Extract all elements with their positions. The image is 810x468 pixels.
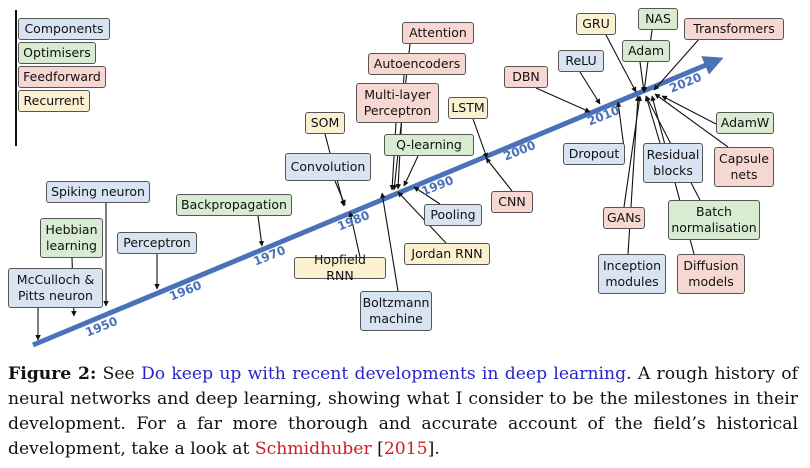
milestone-adam: Adam: [622, 40, 670, 62]
pointer-gru: [605, 34, 637, 93]
caption-body: . A rough history of neural networks and…: [8, 364, 798, 459]
milestone-hebbian: Hebbian learning: [40, 218, 103, 258]
citation-name-link[interactable]: Schmidhuber: [254, 439, 372, 459]
legend-recurrent: Recurrent: [18, 90, 90, 112]
pointer-dbn: [535, 87, 591, 113]
pointer-lstm: [472, 118, 488, 159]
milestone-backprop: Backpropagation: [176, 194, 292, 216]
legend-components: Components: [18, 18, 110, 40]
pointer-adam: [639, 61, 647, 93]
pointer-boltzmann: [380, 192, 399, 292]
pointer-relu: [579, 71, 601, 105]
milestone-attention: Attention: [402, 22, 474, 44]
citation-open: [: [371, 439, 384, 459]
milestone-mcculloch: McCulloch & Pitts neuron: [8, 268, 103, 308]
milestone-hopfield: Hopfield RNN: [294, 252, 386, 283]
milestone-jordan: Jordan RNN: [404, 243, 490, 265]
milestone-transformers: Transformers: [684, 18, 784, 40]
milestone-autoencoders: Autoencoders: [368, 53, 466, 75]
pointer-dropout: [615, 101, 625, 149]
pointer-adamw: [661, 95, 717, 125]
pointer-jordan: [397, 191, 447, 244]
pointer-cnn: [485, 157, 513, 192]
milestone-qlearning: Q-learning: [384, 134, 474, 156]
timeline-figure: Components Optimisers Feedforward Recurr…: [8, 8, 784, 348]
milestone-lstm: LSTM: [448, 97, 488, 119]
caption-pre: See: [96, 364, 141, 384]
pointer-convolution: [334, 180, 346, 206]
milestone-batchnorm: Batch normalisation: [668, 200, 760, 240]
citation-year-link[interactable]: 2015: [383, 439, 428, 459]
milestone-spiking: Spiking neuron: [46, 181, 150, 203]
timeline-axis: [32, 56, 724, 348]
figure-caption: Figure 2: See Do keep up with recent dev…: [8, 362, 798, 462]
milestone-mlp: Multi-layer Perceptron: [356, 83, 439, 123]
milestone-dropout: Dropout: [563, 143, 625, 165]
milestone-convolution: Convolution: [285, 153, 371, 181]
pointer-pooling: [413, 186, 441, 205]
milestone-dbn: DBN: [504, 66, 548, 88]
milestone-relu: ReLU: [558, 50, 604, 72]
pointer-transformers: [653, 37, 701, 91]
milestone-nas: NAS: [638, 8, 678, 30]
citation-close: ].: [427, 439, 440, 459]
milestone-gans: GANs: [603, 207, 645, 229]
legend-optimisers: Optimisers: [18, 42, 96, 64]
milestone-boltzmann: Boltzmann machine: [360, 291, 432, 331]
pointer-qlearning: [403, 155, 419, 187]
milestone-diffusion: Diffusion models: [677, 254, 745, 294]
legend-feedforward: Feedforward: [18, 66, 106, 88]
pointer-capsule: [654, 93, 729, 148]
milestone-pooling: Pooling: [424, 204, 482, 226]
pointer-hopfield: [348, 211, 361, 258]
pointer-backprop: [257, 215, 265, 247]
milestone-adamw: AdamW: [716, 112, 774, 134]
caption-link[interactable]: Do keep up with recent developments in d…: [140, 364, 627, 384]
milestone-inception: Inception modules: [598, 254, 666, 294]
milestone-cnn: CNN: [491, 191, 533, 213]
caption-label: Figure 2:: [8, 364, 97, 384]
milestone-resblocks: Residual blocks: [643, 143, 703, 183]
milestone-som: SOM: [305, 112, 345, 134]
pointer-inception: [627, 95, 641, 255]
pointer-resblocks: [644, 95, 661, 144]
milestone-gru: GRU: [576, 13, 616, 35]
milestone-perceptron: Perceptron: [117, 232, 197, 254]
milestone-capsule: Capsule nets: [714, 147, 774, 187]
